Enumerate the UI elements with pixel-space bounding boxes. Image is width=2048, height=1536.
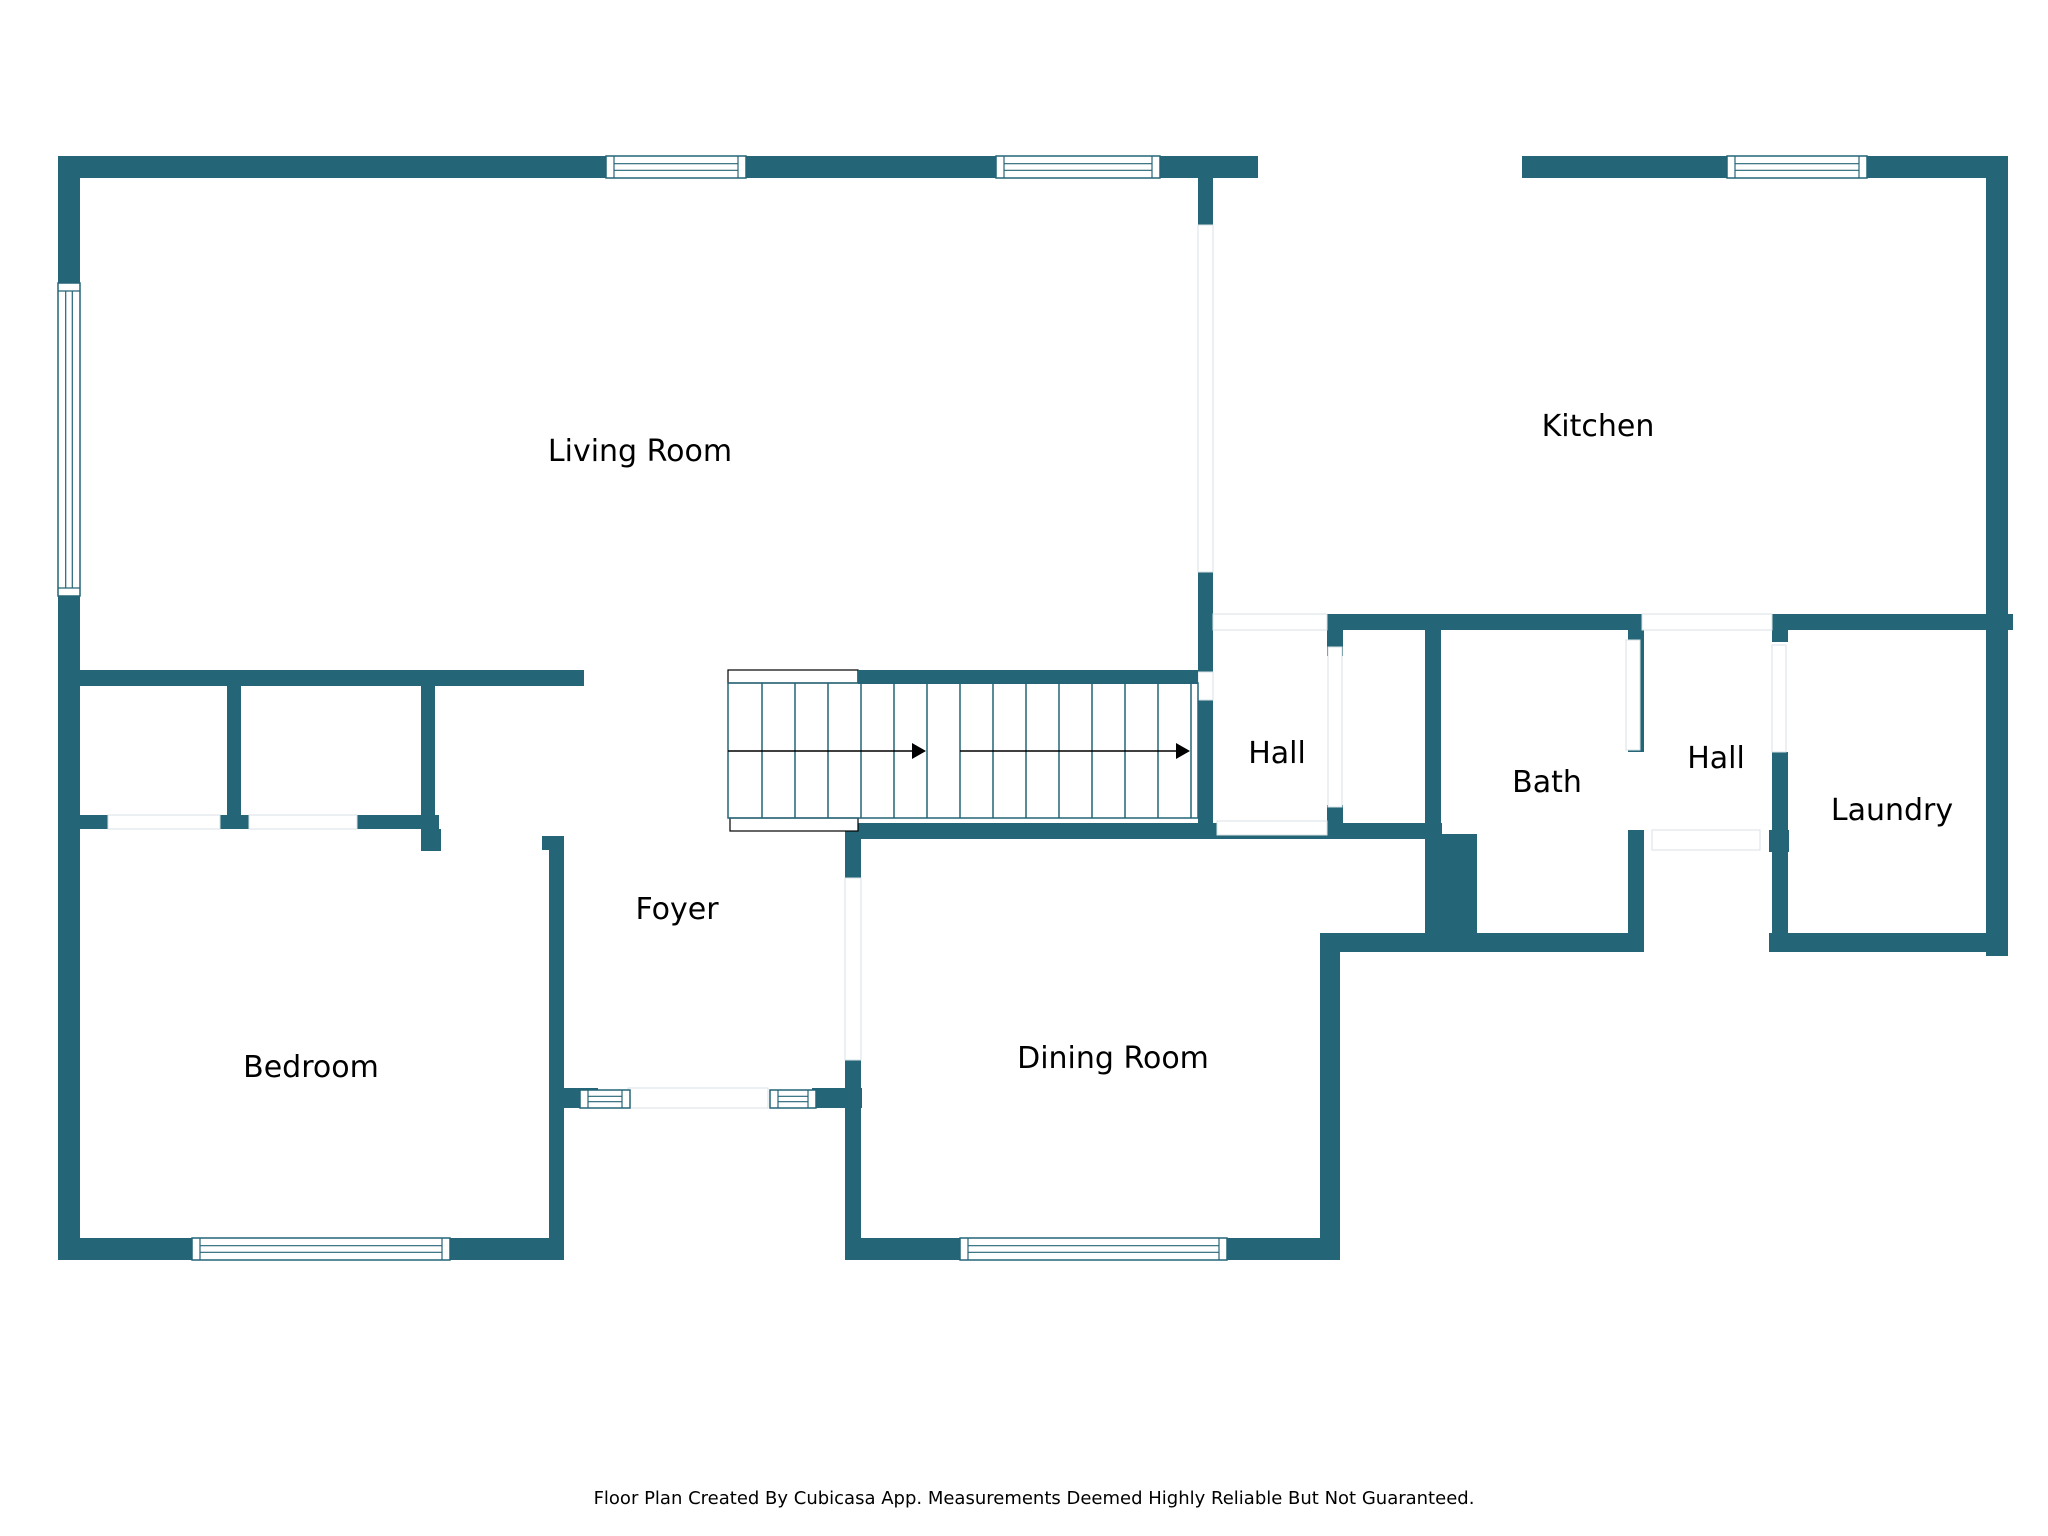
wall-segment bbox=[1198, 700, 1213, 834]
wall-segment bbox=[1628, 830, 1644, 952]
wall-segment bbox=[421, 686, 435, 822]
door-opening bbox=[1641, 613, 1773, 631]
wall-segment bbox=[80, 815, 112, 829]
door-opening bbox=[1625, 639, 1641, 751]
wall-segment bbox=[1320, 933, 1340, 1260]
wall-segment bbox=[858, 823, 1278, 839]
wall-segment bbox=[1986, 156, 2008, 956]
stair-rail bbox=[729, 817, 859, 832]
door-opening bbox=[1197, 671, 1214, 701]
walls bbox=[58, 156, 2013, 1260]
room-label-kitchen: Kitchen bbox=[1542, 409, 1655, 444]
room-label-bedroom: Bedroom bbox=[243, 1050, 379, 1085]
wall-segment bbox=[227, 686, 241, 822]
door-opening bbox=[1212, 613, 1328, 631]
stair-arrow-icon bbox=[1176, 743, 1190, 759]
wall-segment bbox=[845, 823, 861, 878]
stair-arrow-icon bbox=[912, 743, 926, 759]
wall-segment bbox=[1300, 823, 1442, 839]
wall-segment bbox=[1320, 933, 1644, 952]
door-opening bbox=[1327, 646, 1343, 808]
wall-segment bbox=[1769, 933, 2006, 952]
door-opening bbox=[627, 1087, 769, 1109]
staircase bbox=[727, 669, 1199, 832]
door-opening bbox=[844, 877, 862, 1061]
window bbox=[191, 1237, 451, 1261]
wall-segment bbox=[421, 829, 441, 851]
room-label-dining-room: Dining Room bbox=[1017, 1041, 1209, 1076]
window bbox=[959, 1237, 1228, 1261]
wall-segment bbox=[846, 1238, 960, 1260]
wall-segment bbox=[80, 670, 584, 686]
door-opening bbox=[107, 814, 221, 830]
wall-segment bbox=[58, 1238, 192, 1260]
wall-segment bbox=[1198, 175, 1213, 225]
door-opening bbox=[1771, 644, 1787, 753]
room-label-hall-left: Hall bbox=[1248, 736, 1306, 771]
windows bbox=[57, 155, 1868, 1261]
window bbox=[769, 1089, 817, 1109]
window bbox=[579, 1089, 631, 1109]
window bbox=[1726, 155, 1868, 179]
room-label-bath: Bath bbox=[1512, 765, 1582, 800]
room-label-foyer: Foyer bbox=[635, 892, 719, 927]
openings bbox=[107, 224, 1787, 1109]
door-opening bbox=[1651, 829, 1761, 851]
stair-wall bbox=[858, 670, 1198, 684]
room-label-laundry: Laundry bbox=[1831, 793, 1953, 828]
door-opening bbox=[1197, 224, 1214, 573]
footer-disclaimer: Floor Plan Created By Cubicasa App. Meas… bbox=[594, 1488, 1475, 1509]
wall-segment bbox=[1769, 830, 1789, 852]
wall-segment bbox=[450, 1238, 564, 1260]
wall-segment bbox=[218, 815, 251, 829]
window bbox=[995, 155, 1161, 179]
window bbox=[57, 282, 81, 597]
room-label-living-room: Living Room bbox=[548, 434, 732, 469]
door-opening bbox=[1216, 820, 1328, 836]
door-opening bbox=[248, 814, 358, 830]
wall-segment bbox=[1425, 834, 1477, 936]
wall-segment bbox=[845, 1060, 861, 1260]
wall-segment bbox=[1227, 1238, 1340, 1260]
wall-segment bbox=[355, 815, 439, 829]
room-label-hall-right: Hall bbox=[1687, 741, 1745, 776]
wall-segment bbox=[1772, 630, 1788, 642]
stair-rail bbox=[727, 669, 859, 684]
wall-segment bbox=[812, 1088, 862, 1108]
wall-segment bbox=[549, 836, 564, 1260]
window bbox=[605, 155, 747, 179]
